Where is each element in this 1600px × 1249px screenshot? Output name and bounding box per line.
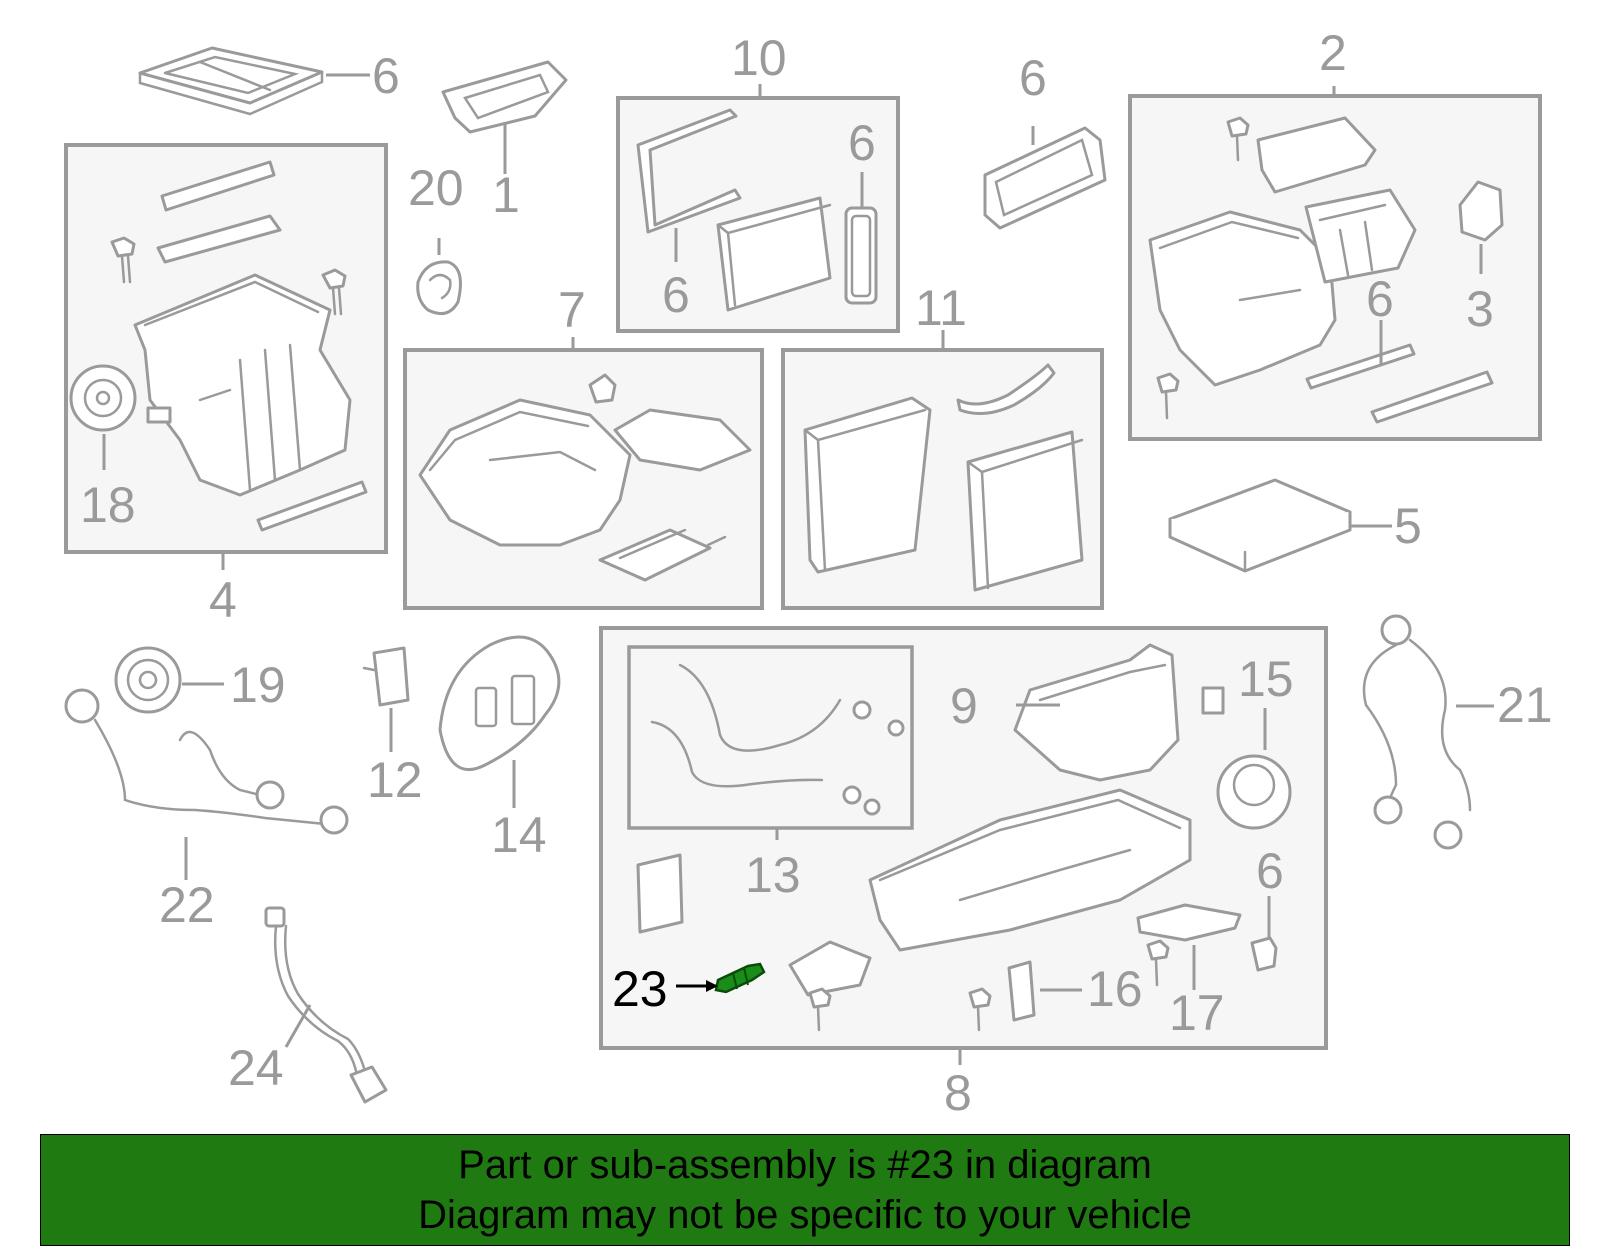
label-20[interactable]: 20: [408, 160, 464, 216]
label-6-box10-right[interactable]: 6: [848, 115, 876, 171]
lower-case-part-box8: [636, 643, 1292, 1022]
label-11[interactable]: 11: [915, 280, 967, 336]
label-17[interactable]: 17: [1169, 985, 1225, 1041]
blower-wheel-part-19: [114, 646, 182, 714]
label-23[interactable]: 23: [612, 961, 668, 1017]
banner-line-2: Diagram may not be specific to your vehi…: [418, 1193, 1192, 1237]
label-6-box10-left[interactable]: 6: [662, 267, 690, 323]
label-3[interactable]: 3: [1466, 281, 1494, 337]
label-5[interactable]: 5: [1394, 498, 1422, 554]
label-19[interactable]: 19: [230, 657, 286, 713]
blower-case-part-box2: [1148, 116, 1504, 424]
label-2[interactable]: 2: [1319, 25, 1347, 81]
label-8[interactable]: 8: [944, 1065, 972, 1121]
label-10[interactable]: 10: [731, 30, 787, 86]
seal-frame-part-6-box10: [636, 108, 742, 234]
refrigerant-pipes-part-13: [650, 663, 905, 816]
label-6-top-center[interactable]: 6: [1019, 50, 1047, 106]
seal-part-14: [438, 635, 561, 771]
label-4[interactable]: 4: [209, 572, 237, 628]
filter-element-part-box10: [716, 196, 832, 312]
label-6-box8[interactable]: 6: [1256, 843, 1284, 899]
wire-harness-part-21: [1362, 614, 1472, 850]
label-1[interactable]: 1: [492, 167, 520, 223]
label-16[interactable]: 16: [1087, 961, 1143, 1017]
label-18[interactable]: 18: [80, 477, 136, 533]
label-24[interactable]: 24: [228, 1040, 284, 1096]
label-6-top-left[interactable]: 6: [372, 48, 400, 104]
label-14[interactable]: 14: [491, 807, 547, 863]
label-7[interactable]: 7: [558, 282, 586, 338]
label-9[interactable]: 9: [950, 678, 978, 734]
label-22[interactable]: 22: [159, 877, 215, 933]
seal-part-6-top-center: [983, 126, 1107, 230]
cabin-filter-part-5: [1168, 478, 1352, 573]
info-banner: Part or sub-assembly is #23 in diagram D…: [40, 1134, 1570, 1246]
label-12[interactable]: 12: [367, 752, 423, 808]
label-6-box2[interactable]: 6: [1366, 271, 1394, 327]
banner-line-1: Part or sub-assembly is #23 in diagram: [458, 1143, 1152, 1187]
evaporator-case-part-box7: [418, 373, 752, 582]
hose-part-24: [264, 906, 388, 1104]
highlighted-part-23[interactable]: [714, 962, 766, 994]
heater-case-part-box4: [69, 160, 368, 532]
wire-harness-part-22: [64, 688, 349, 835]
bolts-box4: [110, 236, 347, 316]
cabin-filter-top-part: [138, 46, 324, 116]
air-duct-part-1: [441, 60, 568, 134]
seal-part-6-box10-right: [844, 206, 878, 305]
resistor-part-12: [362, 646, 410, 707]
leader-lines: [102, 73, 1494, 1065]
evaporator-core-part-box11: [803, 363, 1084, 592]
bolts-box8: [808, 939, 1170, 1032]
part-labels: 6 1 20 10 6 6 6 2 3 6 5 7 11 18 4 19 12 …: [80, 25, 1553, 1121]
label-13[interactable]: 13: [745, 847, 801, 903]
label-15[interactable]: 15: [1238, 651, 1294, 707]
seal-part-20: [416, 260, 462, 316]
label-21[interactable]: 21: [1497, 677, 1553, 733]
